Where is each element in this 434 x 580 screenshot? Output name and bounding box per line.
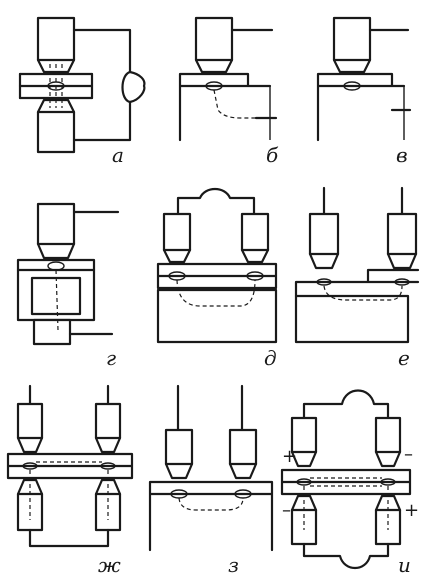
label-z: з	[228, 553, 239, 577]
upper-electrode	[194, 16, 234, 62]
scheme-e: е	[294, 186, 420, 370]
sheets	[294, 268, 420, 298]
right-electrode	[228, 428, 258, 466]
current-path	[323, 285, 403, 301]
polarity-plus-right: +	[404, 500, 419, 521]
weld-nugget-left	[316, 278, 332, 286]
upper-electrode	[332, 16, 372, 62]
right-electrode	[240, 212, 270, 252]
scheme-i: + – – + и	[280, 389, 419, 577]
polarity-minus-right: –	[404, 444, 413, 465]
lower-lead	[72, 100, 132, 142]
leads	[322, 186, 404, 216]
lower-contact	[32, 318, 72, 346]
upper-electrode-tip	[194, 58, 234, 74]
sheets	[280, 468, 412, 496]
scheme-g: г	[16, 202, 120, 370]
sheets	[178, 72, 272, 142]
lower-electrode	[36, 110, 76, 154]
label-e: е	[398, 346, 410, 370]
transformer-loop	[121, 70, 146, 104]
label-b: б	[266, 143, 279, 167]
upper-right-electrode	[94, 402, 122, 440]
left-electrode	[162, 212, 192, 252]
label-v: в	[396, 143, 408, 167]
sheets	[6, 452, 134, 480]
scheme-z: з	[148, 384, 274, 577]
label-zh: ж	[98, 553, 121, 577]
left-electrode	[308, 212, 340, 256]
upper-right-electrode	[374, 416, 402, 454]
label-d: д	[264, 346, 277, 370]
weld-nugget	[343, 81, 361, 91]
upper-transformer	[302, 389, 390, 420]
scheme-v: в	[316, 16, 412, 167]
current-path	[176, 279, 256, 307]
mandrel-backing	[30, 276, 82, 316]
label-a: а	[112, 143, 124, 167]
current-path	[55, 269, 59, 331]
upper-left-electrode	[16, 402, 44, 440]
scheme-b: б	[178, 16, 279, 167]
sheets	[316, 72, 406, 142]
weld-nugget	[47, 261, 65, 271]
left-electrode	[164, 428, 194, 466]
backing-plate	[294, 294, 410, 344]
scheme-zh: ж	[6, 384, 134, 577]
upper-electrode-tip	[332, 58, 372, 74]
scheme-a: а	[18, 16, 146, 167]
upper-electrode-tip	[36, 242, 76, 260]
upper-leads	[28, 384, 110, 406]
polarity-plus-left: +	[282, 446, 297, 467]
label-i: и	[398, 553, 411, 577]
lower-transformer	[302, 542, 390, 570]
polarity-minus-left: –	[282, 500, 291, 521]
upper-left-electrode	[290, 416, 318, 454]
sheets	[156, 262, 278, 290]
lower-electrode-tip	[36, 98, 76, 114]
backing-plate	[156, 288, 278, 344]
upper-electrode	[36, 16, 76, 62]
transformer-lead	[176, 187, 256, 216]
right-electrode	[386, 212, 418, 256]
label-g: г	[106, 346, 116, 370]
sheets	[148, 480, 274, 552]
current-path	[213, 89, 262, 119]
scheme-d: д	[156, 187, 278, 370]
current-path	[178, 497, 244, 511]
leads	[176, 384, 244, 432]
upper-electrode	[36, 202, 76, 246]
lower-lead	[28, 528, 110, 548]
weld-nugget-right	[394, 278, 410, 286]
upper-lead	[72, 28, 132, 74]
